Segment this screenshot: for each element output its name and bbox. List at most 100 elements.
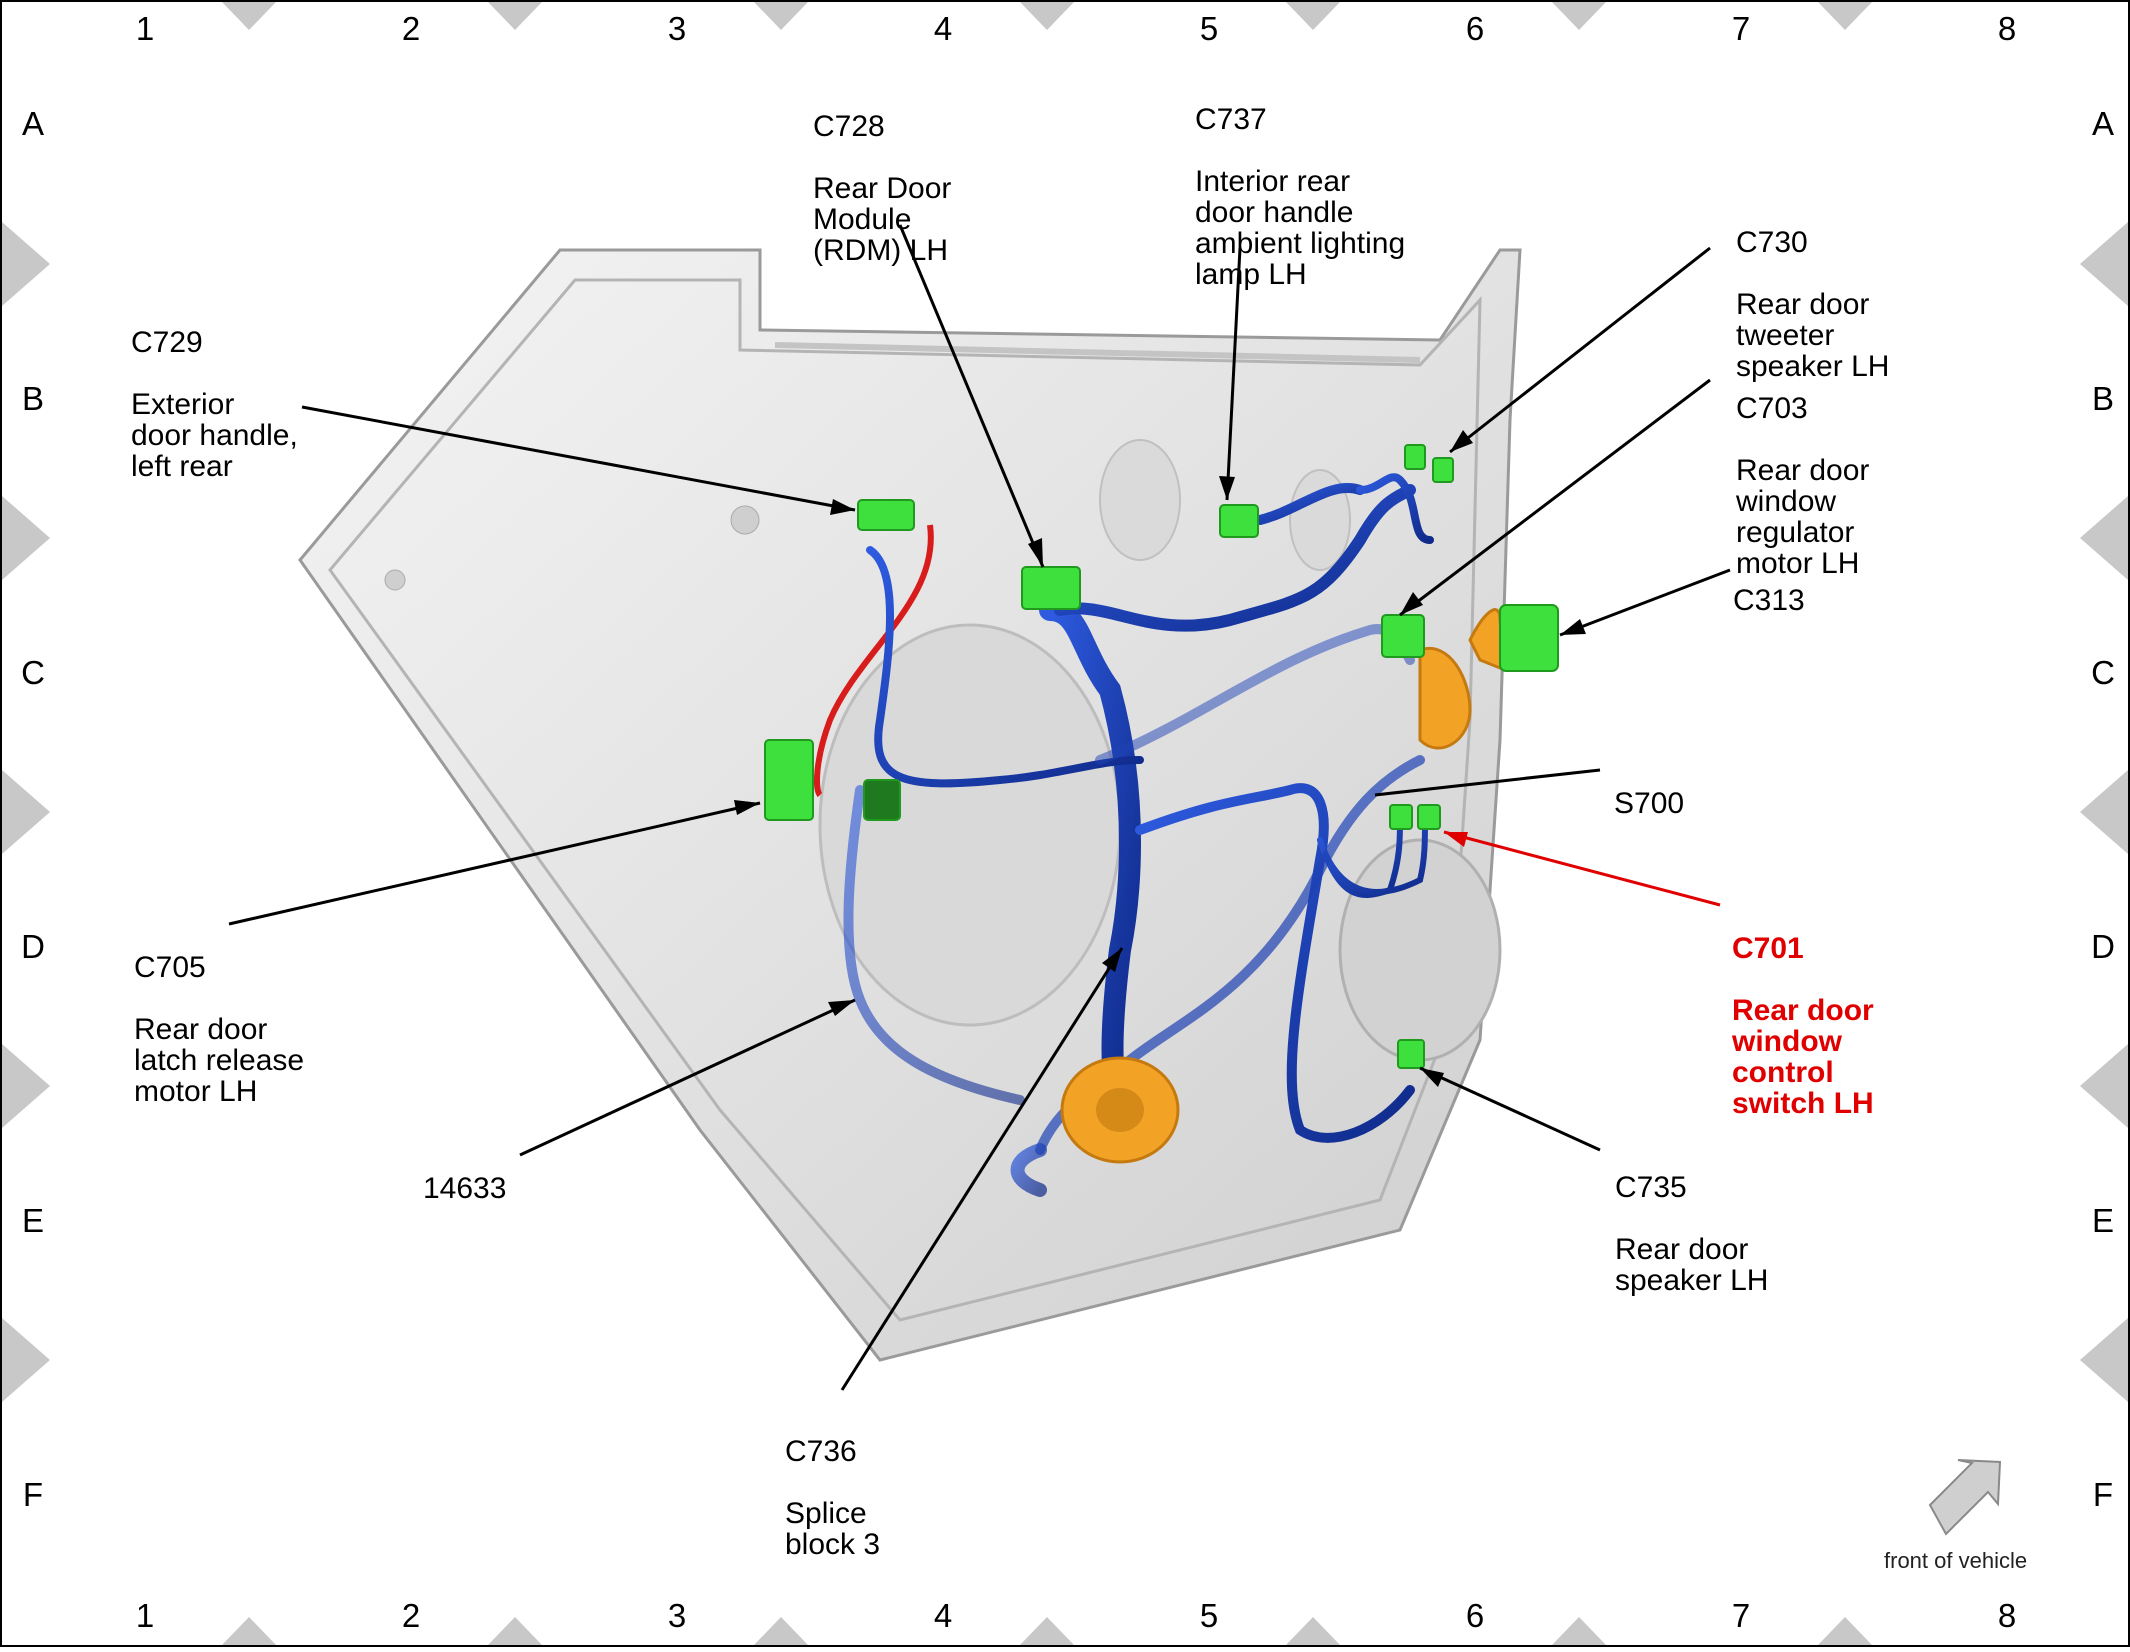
connector-c737 [1219,504,1259,538]
grid-row-f-left: F [22,1476,44,1513]
grid-row-f-right: F [2092,1476,2114,1513]
label-c705: C705 Rear door latch release motor LH [134,921,304,1138]
leader-c701 [1443,830,1721,907]
label-c703-desc: Rear door window regulator motor LH [1736,454,1870,580]
grid-row-e-left: E [21,1202,44,1239]
label-14633: 14633 [423,1142,506,1235]
grid-row-e-right: E [2091,1202,2114,1239]
grid-col-7-bottom: 7 [1731,1597,1751,1634]
leader-c735 [1419,1066,1601,1152]
label-c703: C703 Rear door window regulator motor LH [1736,362,1869,610]
wire-harness [843,473,1434,1197]
label-c701-code: C701 [1732,932,1804,965]
grid-col-4-bottom: 4 [933,1597,953,1634]
leader-c737 [1225,247,1242,501]
connector-c701-a [1389,804,1413,830]
label-c736: C736 Splice block 3 [785,1405,880,1591]
label-c730-code: C730 [1736,226,1808,259]
arrow-icon [1928,1459,2002,1536]
connector-c701-b [1417,804,1441,830]
label-14633-code: 14633 [423,1172,507,1205]
grid-row-c-left: C [21,654,45,691]
label-c705-code: C705 [134,951,206,984]
label-c736-desc: Splice block 3 [785,1497,881,1561]
leader-c729 [301,405,856,512]
grommet-lower-hole [1096,1088,1144,1132]
grid-col-4-top: 4 [933,10,953,47]
label-c729: C729 Exterior door handle, left rear [131,296,298,513]
grid-row-b-left: B [21,380,44,417]
grid-row-a-left: A [21,105,44,142]
grid-col-6-bottom: 6 [1465,1597,1485,1634]
label-c737-code: C737 [1195,103,1267,136]
grid-row-d-right: D [2091,928,2115,965]
connector-c728 [1021,566,1081,610]
grommets [1060,608,1507,1164]
connector-c705 [764,739,814,821]
leader-c313 [1559,568,1731,637]
leader-lines [228,224,1731,1391]
grid-col-5-top: 5 [1199,10,1219,47]
label-c703-code: C703 [1736,392,1808,425]
grid-col-3-top: 3 [667,10,687,47]
leader-c728 [898,224,1045,568]
grid-row-b-right: B [2091,380,2114,417]
label-c730-desc: Rear door tweeter speaker LH [1736,288,1890,383]
grid-col-5-bottom: 5 [1199,1597,1219,1634]
grid-col-2-bottom: 2 [401,1597,421,1634]
grid-col-7-top: 7 [1731,10,1751,47]
connector-c735 [1397,1039,1425,1069]
label-c735: C735 Rear door speaker LH [1615,1141,1768,1327]
label-c701-desc: Rear door window control switch LH [1732,994,1874,1120]
label-c728: C728 Rear Door Module (RDM) LH [813,80,951,297]
connector-c313 [1499,604,1559,672]
front-of-vehicle-label: front of vehicle [1884,1548,2028,1573]
label-c730: C730 Rear door tweeter speaker LH [1736,196,1889,413]
label-c313: C313 [1733,554,1805,647]
leader-c703 [1399,378,1711,617]
connector-c703 [1381,614,1425,658]
connectors [764,444,1559,1069]
label-c729-desc: Exterior door handle, left rear [131,388,298,483]
red-wire [814,524,934,798]
label-s700: S700 [1614,757,1684,850]
leader-c705 [228,801,761,926]
connector-c730-b [1432,457,1454,483]
leader-c701-arrowhead [1444,832,1468,847]
door-panel [298,248,1522,1362]
grommet-upper [1418,646,1472,750]
label-c705-desc: Rear door latch release motor LH [134,1013,305,1108]
leader-s700 [1374,768,1601,797]
connector-c730-a [1404,444,1426,470]
leader-c736 [840,947,1124,1391]
grid-col-1-top: 1 [135,10,155,47]
label-c701: C701 Rear door window control switch LH [1732,902,1874,1150]
label-c728-code: C728 [813,110,885,143]
grid-col-8-bottom: 8 [1997,1597,2017,1634]
grid-col-2-top: 2 [401,10,421,47]
label-c737-desc: Interior rear door handle ambient lighti… [1195,165,1406,291]
label-c736-code: C736 [785,1435,857,1468]
connector-s700-inline [863,779,901,821]
label-c728-desc: Rear Door Module (RDM) LH [813,172,952,267]
leader-c730 [1449,246,1711,454]
grid-row-a-right: A [2091,105,2114,142]
label-c735-desc: Rear door speaker LH [1615,1233,1769,1297]
leader-c701-group [1443,830,1721,907]
leader-14633 [519,998,856,1157]
grid-row-d-left: D [21,928,45,965]
grid-col-8-top: 8 [1997,10,2017,47]
grid-row-c-right: C [2091,654,2115,691]
label-c313-code: C313 [1733,584,1805,617]
grid-col-6-top: 6 [1465,10,1485,47]
label-c737: C737 Interior rear door handle ambient l… [1195,73,1405,321]
grid-col-1-bottom: 1 [135,1597,155,1634]
label-c729-code: C729 [131,326,203,359]
connector-c729 [857,499,915,531]
label-s700-code: S700 [1614,787,1685,820]
label-c735-code: C735 [1615,1171,1687,1204]
grid-col-3-bottom: 3 [667,1597,687,1634]
